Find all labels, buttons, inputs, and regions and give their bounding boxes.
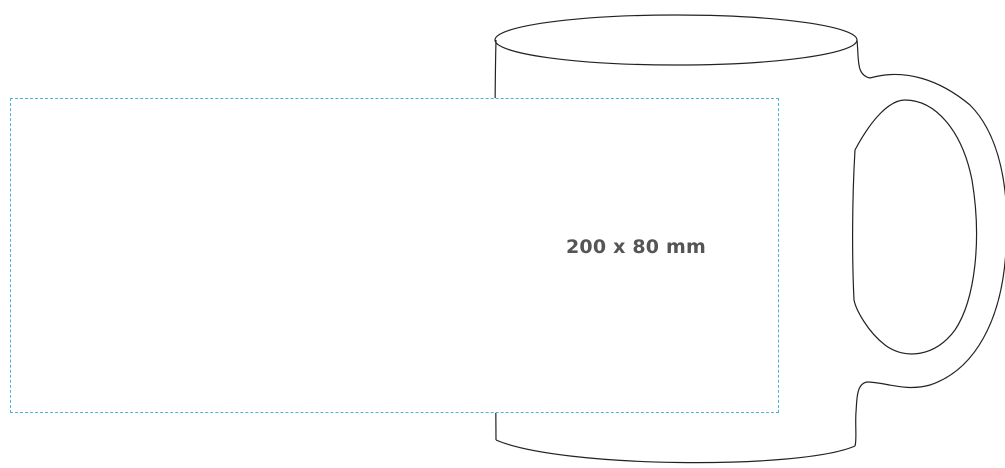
mug-handle-outer bbox=[866, 73, 1005, 389]
mug-outline bbox=[494, 14, 1005, 464]
print-area-dimension-label: 200 x 80 mm bbox=[566, 236, 706, 258]
print-area bbox=[10, 98, 779, 413]
mug-base bbox=[495, 439, 856, 464]
mug-rim bbox=[494, 14, 858, 66]
mug-body-right-edge bbox=[854, 39, 871, 447]
mug-handle-inner bbox=[852, 99, 978, 355]
